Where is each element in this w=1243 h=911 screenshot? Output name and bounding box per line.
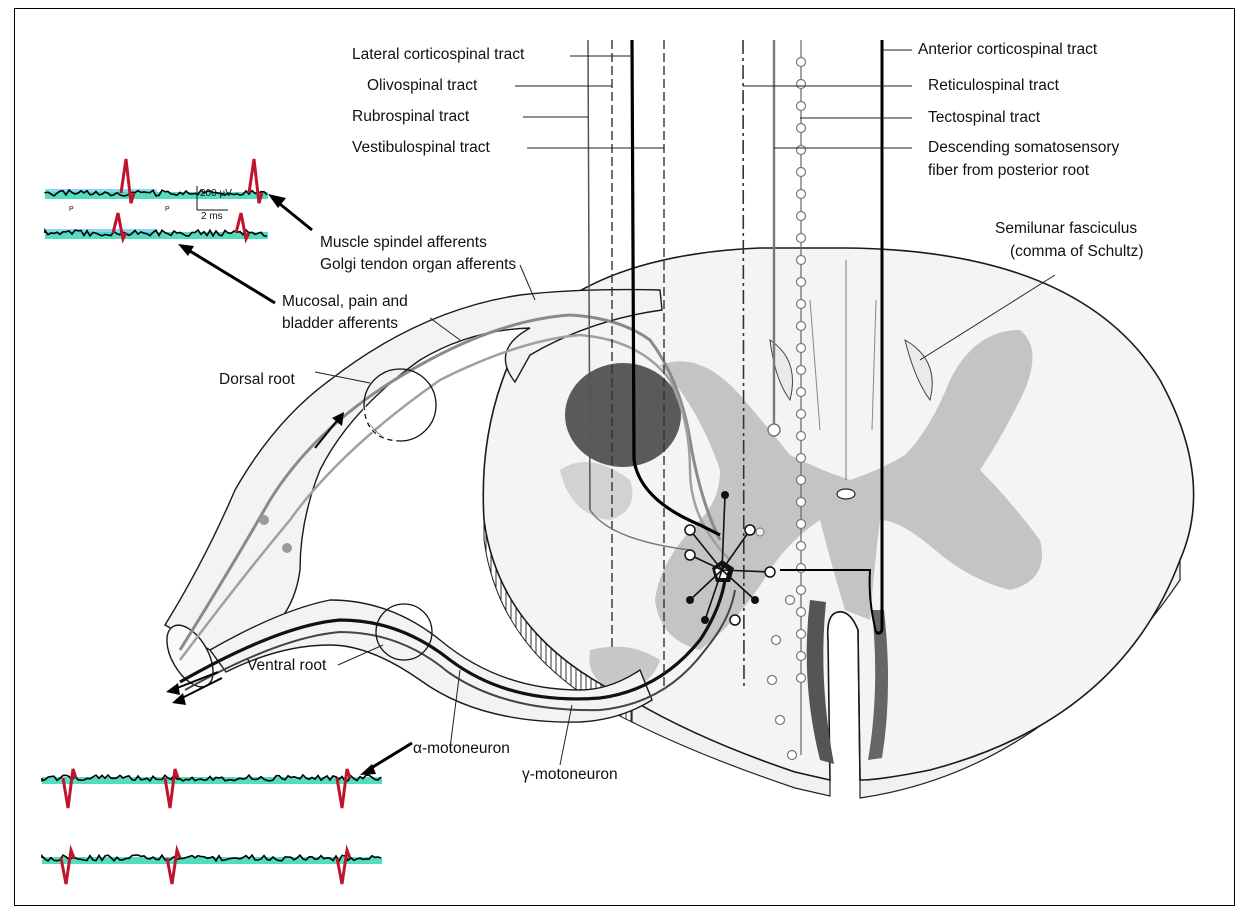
label-spindle-afferents: Muscle spindel afferents bbox=[320, 234, 487, 252]
label-golgi-afferents: Golgi tendon organ afferents bbox=[320, 256, 516, 274]
label-vestibulospinal: Vestibulospinal tract bbox=[352, 139, 490, 157]
dotted-tract-bead-5 bbox=[797, 146, 806, 155]
dotted-branch-bead-4 bbox=[776, 716, 785, 725]
dorsal-root-circle bbox=[364, 369, 436, 441]
label-reticulospinal: Reticulospinal tract bbox=[928, 77, 1059, 95]
label-lateral-corticospinal: Lateral corticospinal tract bbox=[352, 46, 524, 64]
central-canal bbox=[837, 489, 855, 499]
p-marker-2: P bbox=[165, 206, 170, 214]
label-tectospinal: Tectospinal tract bbox=[928, 109, 1040, 127]
dotted-tract-bead-17 bbox=[797, 410, 806, 419]
scale-time: 2 ms bbox=[201, 211, 223, 223]
emg-trace-bottom-spike-2 bbox=[167, 850, 180, 884]
label-descending-somatosensory-1: Descending somatosensory bbox=[928, 139, 1119, 157]
label-descending-somatosensory-2: fiber from posterior root bbox=[928, 162, 1089, 180]
dotted-tract-bead-4 bbox=[797, 124, 806, 133]
dotted-tract-bead-26 bbox=[797, 608, 806, 617]
label-olivospinal: Olivospinal tract bbox=[367, 77, 477, 95]
dotted-tract-bead-1 bbox=[797, 58, 806, 67]
dotted-tract-bead-22 bbox=[797, 520, 806, 529]
dotted-tract-bead-16 bbox=[797, 388, 806, 397]
dotted-tract-bead-14 bbox=[797, 344, 806, 353]
label-rubrospinal: Rubrospinal tract bbox=[352, 108, 469, 126]
scale-voltage: 200 µV bbox=[200, 188, 232, 200]
dotted-tract-bead-8 bbox=[797, 212, 806, 221]
dotted-tract-bead-9 bbox=[797, 234, 806, 243]
dotted-tract-bead-29 bbox=[797, 674, 806, 683]
dotted-tract-bead-18 bbox=[797, 432, 806, 441]
dotted-tract-bead-7 bbox=[797, 190, 806, 199]
label-mucosal-2: bladder afferents bbox=[282, 315, 398, 333]
dotted-tract-bead-20 bbox=[797, 476, 806, 485]
dotted-tract-bead-13 bbox=[797, 322, 806, 331]
dotted-tract-bead-23 bbox=[797, 542, 806, 551]
dotted-tract-bead-27 bbox=[797, 630, 806, 639]
dotted-tract-bead-6 bbox=[797, 168, 806, 177]
dotted-tract-bead-11 bbox=[797, 278, 806, 287]
label-anterior-corticospinal: Anterior corticospinal tract bbox=[918, 41, 1097, 59]
dotted-tract-bead-2 bbox=[797, 80, 806, 89]
dotted-tract-bead-15 bbox=[797, 366, 806, 375]
dotted-branch-bead-3 bbox=[768, 676, 777, 685]
dotted-tract-bead-19 bbox=[797, 454, 806, 463]
emg-trace-third-spike-3 bbox=[337, 769, 350, 808]
label-mucosal-1: Mucosal, pain and bbox=[282, 293, 408, 311]
dotted-branch-bead-1 bbox=[786, 596, 795, 605]
dotted-tract-bead-10 bbox=[797, 256, 806, 265]
p-marker-1: P bbox=[69, 206, 74, 214]
dotted-tract-bead-24 bbox=[797, 564, 806, 573]
label-gamma-motoneuron: γ-motoneuron bbox=[522, 766, 618, 784]
label-ventral-root: Ventral root bbox=[247, 657, 326, 675]
dotted-tract-bead-25 bbox=[797, 586, 806, 595]
label-dorsal-root: Dorsal root bbox=[219, 371, 295, 389]
emg-trace-third-spike-2 bbox=[165, 769, 178, 808]
label-semilunar-1: Semilunar fasciculus bbox=[995, 220, 1137, 238]
dotted-branch-bead-2 bbox=[772, 636, 781, 645]
dotted-branch-bead-5 bbox=[788, 751, 797, 760]
label-semilunar-2: (comma of Schultz) bbox=[1010, 243, 1144, 261]
dotted-tract-bead-28 bbox=[797, 652, 806, 661]
dotted-tract-bead-12 bbox=[797, 300, 806, 309]
label-alpha-motoneuron: α-motoneuron bbox=[413, 740, 510, 758]
emg-trace-second-baseline-band bbox=[45, 232, 268, 239]
dotted-tract-bead-21 bbox=[797, 498, 806, 507]
anterior-fissure bbox=[828, 612, 860, 780]
dotted-tract-bead-3 bbox=[797, 102, 806, 111]
